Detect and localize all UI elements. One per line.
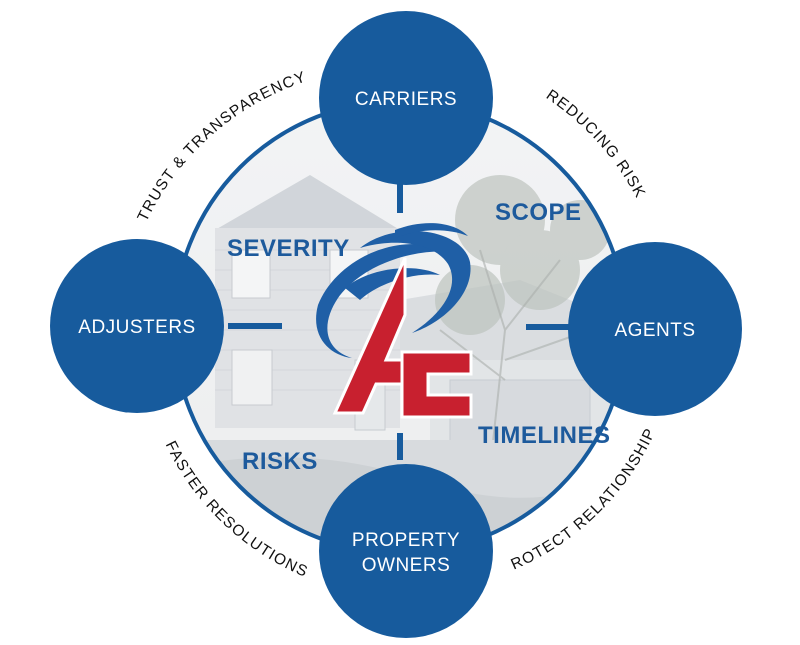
node-adjusters: ADJUSTERS: [50, 239, 224, 413]
quadrant-label-risks: RISKS: [242, 448, 318, 475]
node-label-owners: OWNERS: [362, 555, 451, 576]
node-label-property: PROPERTY: [352, 530, 460, 551]
node-label-carriers: CARRIERS: [355, 89, 457, 110]
ac-logo: AC: [316, 223, 473, 419]
node-label-adjusters: ADJUSTERS: [78, 317, 195, 338]
connector-spokes: [228, 183, 572, 460]
node-agents: AGENTS: [568, 242, 742, 416]
node-property-owners: PROPERTY OWNERS: [319, 464, 493, 638]
quadrant-label-severity: SEVERITY: [227, 235, 350, 262]
node-carriers: CARRIERS: [319, 11, 493, 185]
node-label-agents: AGENTS: [614, 320, 695, 341]
quadrant-label-scope: SCOPE: [495, 199, 582, 226]
quadrant-label-timelines: TIMELINES: [478, 422, 611, 449]
